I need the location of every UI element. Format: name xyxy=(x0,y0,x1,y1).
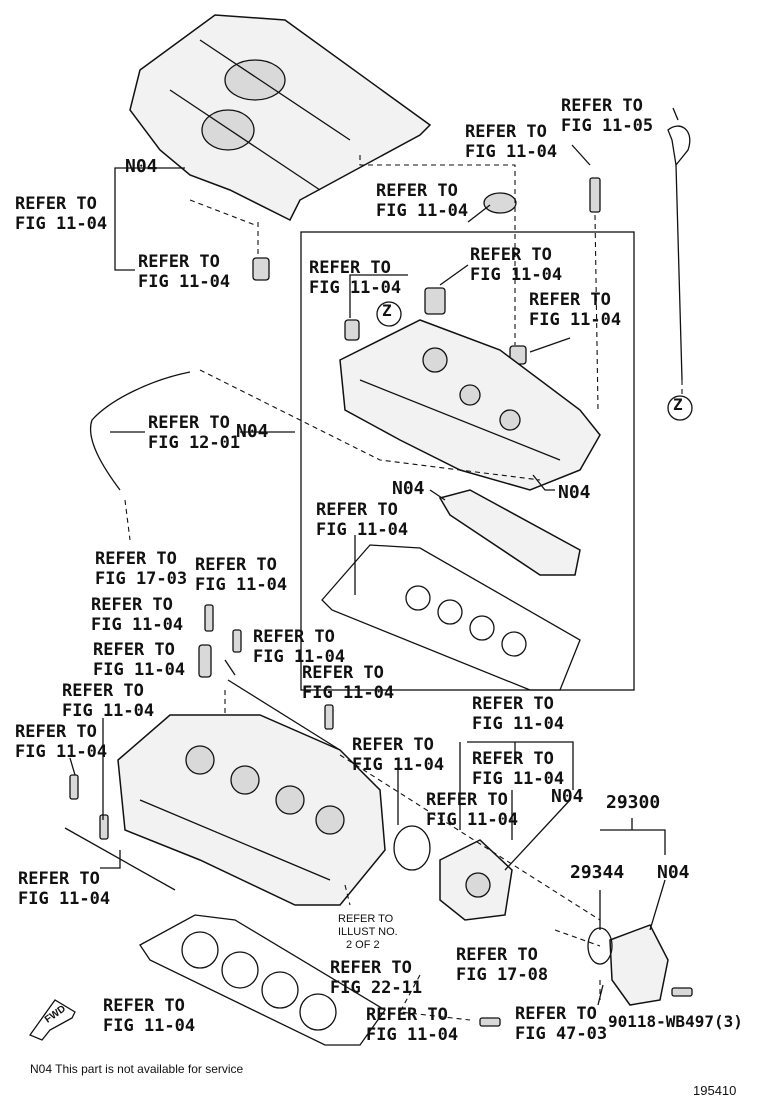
leader-lines xyxy=(69,107,679,1006)
separator-plate xyxy=(438,489,581,576)
code-n04-vacuum: N04 xyxy=(657,862,690,883)
head-cover-box xyxy=(300,231,635,691)
bolt-top xyxy=(589,177,601,213)
fwd-arrow xyxy=(28,999,76,1041)
footnote: N04 This part is not available for servi… xyxy=(30,1062,244,1076)
bolt-a xyxy=(204,604,214,632)
oil-tube xyxy=(227,679,341,751)
bolt-f xyxy=(479,1017,501,1027)
plug-seal xyxy=(424,287,446,315)
code-n04-head-cover: N04 xyxy=(236,421,269,442)
z-label-left: Z xyxy=(382,301,392,320)
code-n04-head-cover-right: N04 xyxy=(558,482,591,503)
bolt-b xyxy=(232,629,242,653)
code-n04-cover: N04 xyxy=(125,156,158,177)
head-gasket xyxy=(139,914,386,1046)
dashed-lines xyxy=(124,155,683,1021)
dipstick xyxy=(667,125,691,381)
code-29300[interactable]: 29300 xyxy=(606,792,661,813)
bolt-d xyxy=(69,774,79,800)
code-90118-wb497[interactable]: 90118-WB497(3) xyxy=(608,1012,743,1031)
sensor xyxy=(198,644,212,678)
engine-cover xyxy=(129,14,432,222)
pcv-hose xyxy=(90,371,191,491)
cylinder-head xyxy=(117,714,386,906)
bolt-c xyxy=(324,704,334,730)
grommet-left xyxy=(344,319,360,341)
figure-number: 195410 xyxy=(693,1083,737,1098)
z-label-right: Z xyxy=(673,395,683,414)
z-circle-left xyxy=(376,301,402,327)
bolt-e xyxy=(99,814,109,840)
grommet-cover xyxy=(252,257,270,281)
vacuum-pump xyxy=(609,924,669,1006)
gasket-ring xyxy=(393,825,431,871)
code-29344[interactable]: 29344 xyxy=(570,862,625,883)
oil-filler-cap xyxy=(483,192,517,214)
code-n04-pump-upper: N04 xyxy=(551,786,584,807)
bolt-vacuum xyxy=(671,987,693,997)
z-circle-right xyxy=(667,395,693,421)
code-n04-gasket: N04 xyxy=(392,478,425,499)
cylinder-head-cover xyxy=(339,319,601,491)
head-cover-gasket xyxy=(321,544,581,691)
